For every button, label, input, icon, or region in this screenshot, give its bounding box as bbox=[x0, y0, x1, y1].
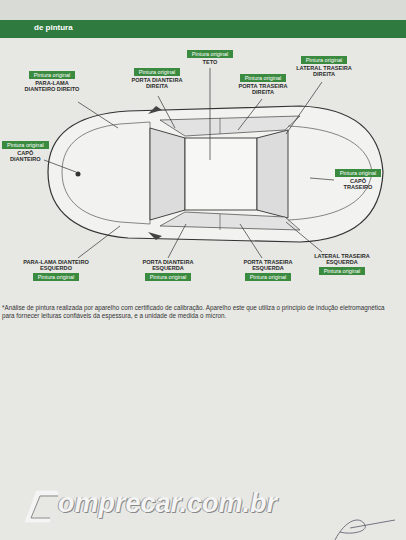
part-callout: Pintura originalPORTA TRASEIRA DIREITA bbox=[232, 73, 294, 96]
paint-status-tag: Pintura original bbox=[134, 68, 181, 76]
part-callout: Pintura originalPORTA DIANTEIRA DIREITA bbox=[125, 67, 189, 90]
part-callout: Pintura originalCAPÔ DIANTEIRO bbox=[2, 140, 49, 163]
paint-status-tag: Pintura original bbox=[245, 273, 292, 281]
part-callout: PARA-LAMA DIANTEIRO ESQUERDOPintura orig… bbox=[14, 259, 98, 282]
part-name: CAPÔ DIANTEIRO bbox=[3, 150, 47, 163]
paint-status-tag: Pintura original bbox=[240, 74, 287, 82]
part-name: PORTA TRASEIRA ESQUERDA bbox=[233, 259, 303, 272]
paint-status-tag: Pintura original bbox=[319, 267, 366, 275]
paint-status-tag: Pintura original bbox=[187, 50, 234, 58]
part-callout: PORTA TRASEIRA ESQUERDAPintura original bbox=[233, 259, 303, 282]
watermark: omprecar.com.br bbox=[58, 488, 277, 519]
part-name: PORTA TRASEIRA DIREITA bbox=[232, 83, 294, 96]
paint-status-tag: Pintura original bbox=[2, 141, 49, 149]
part-name: CAPÔ TRASEIRO bbox=[336, 178, 380, 191]
part-name: LATERAL TRASEIRA DIREITA bbox=[291, 65, 357, 78]
paint-status-tag: Pintura original bbox=[301, 56, 348, 64]
part-callout: Pintura originalTETO bbox=[187, 49, 234, 65]
paint-status-tag: Pintura original bbox=[29, 71, 76, 79]
part-callout: LATERAL TRASEIRA ESQUERDAPintura origina… bbox=[306, 253, 378, 276]
part-name: PARA-LAMA DIANTEIRO DIREITO bbox=[21, 80, 83, 93]
part-name: PORTA DIANTEIRA ESQUERDA bbox=[133, 259, 203, 272]
part-callout: Pintura originalPARA-LAMA DIANTEIRO DIRE… bbox=[21, 70, 83, 93]
paint-status-tag: Pintura original bbox=[33, 273, 80, 281]
paint-status-tag: Pintura original bbox=[335, 169, 382, 177]
part-name: PARA-LAMA DIANTEIRO ESQUERDO bbox=[14, 259, 98, 272]
part-callout: PORTA DIANTEIRA ESQUERDAPintura original bbox=[133, 259, 203, 282]
part-callout: Pintura originalLATERAL TRASEIRA DIREITA bbox=[291, 55, 357, 78]
paint-status-tag: Pintura original bbox=[145, 273, 192, 281]
part-name: TETO bbox=[203, 59, 218, 65]
part-name: PORTA DIANTEIRA DIREITA bbox=[125, 77, 189, 90]
part-callout: Pintura originalCAPÔ TRASEIRO bbox=[335, 168, 382, 191]
section-title: de pintura bbox=[34, 23, 73, 32]
footnote: *Análise de pintura realizada por aparel… bbox=[2, 304, 398, 320]
part-name: LATERAL TRASEIRA ESQUERDA bbox=[306, 253, 378, 266]
